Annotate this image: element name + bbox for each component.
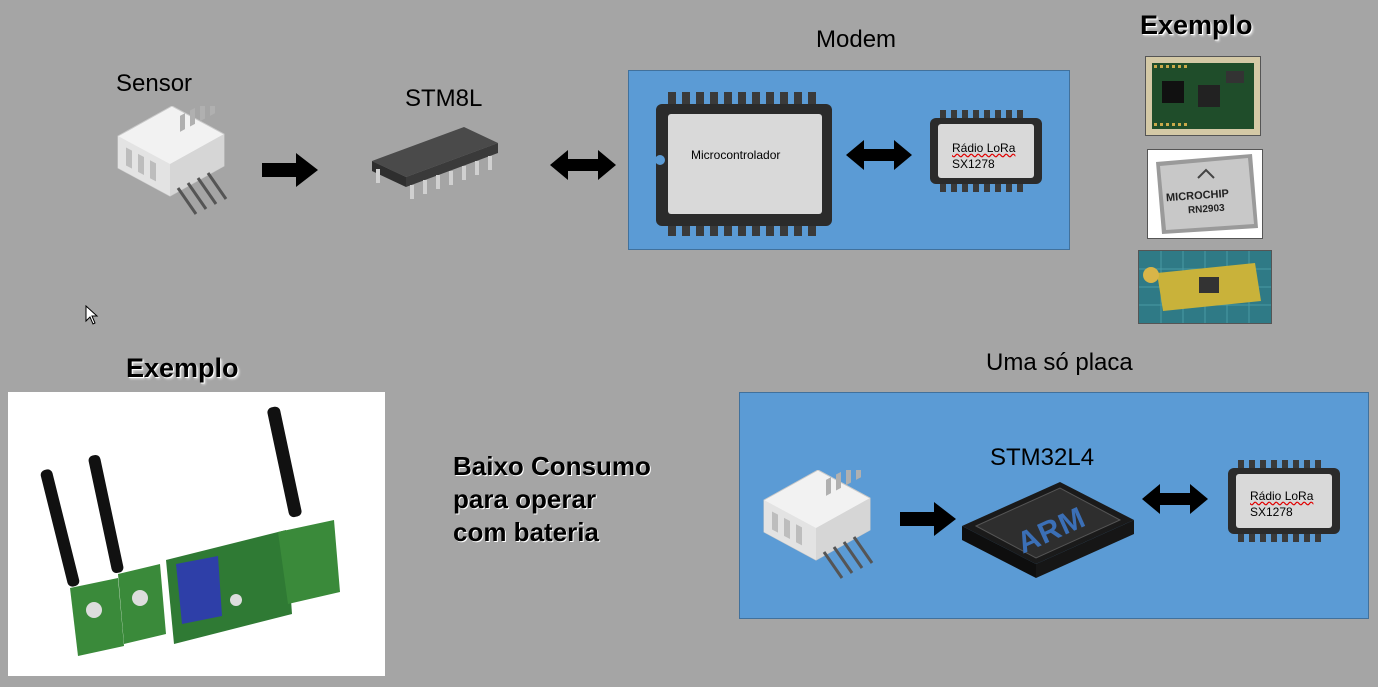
sensor-icon <box>116 106 228 216</box>
double-arrow-icon <box>550 150 616 180</box>
arrow-right-icon <box>262 153 318 187</box>
radio-model: SX1278 <box>952 157 995 171</box>
radio-name: Rádio LoRa <box>1250 489 1314 503</box>
low-power-line-2: para operar <box>453 484 597 514</box>
sensor-label: Sensor <box>116 70 193 97</box>
example-module-photo-3 <box>1138 250 1272 324</box>
radio-name: Rádio LoRa <box>952 141 1016 155</box>
modem-title: Modem <box>816 26 897 53</box>
single-board-title: Uma só placa <box>986 349 1133 376</box>
radio-chip-label: Rádio LoRa SX1278 <box>952 140 1015 172</box>
low-power-line-1: Baixo Consumo <box>453 451 651 481</box>
stm8l-label: STM8L <box>405 85 483 112</box>
arrow-right-icon <box>900 502 956 536</box>
low-power-text: Baixo Consumo para operar com bateria <box>453 450 651 549</box>
low-power-line-3: com bateria <box>453 517 599 547</box>
arm-processor-icon <box>962 482 1134 578</box>
double-arrow-icon <box>1142 484 1208 514</box>
example-module-photo-1 <box>1145 56 1261 136</box>
radio-chip-label: Rádio LoRa SX1278 <box>1250 488 1313 520</box>
cursor-icon <box>85 305 99 325</box>
double-arrow-icon <box>846 140 912 170</box>
example-module-photo-2 <box>1147 149 1263 239</box>
sensor-icon <box>762 470 874 580</box>
example-board-photo <box>8 392 385 676</box>
microcontroller-label: Microcontrolador <box>691 148 781 162</box>
example-label-bottom: Exemplo <box>126 353 239 383</box>
microcontroller-chip <box>656 92 832 236</box>
dip-chip-icon <box>372 127 498 199</box>
example-label-top: Exemplo <box>1140 10 1253 40</box>
stm32l4-label: STM32L4 <box>990 444 1095 471</box>
radio-model: SX1278 <box>1250 505 1293 519</box>
